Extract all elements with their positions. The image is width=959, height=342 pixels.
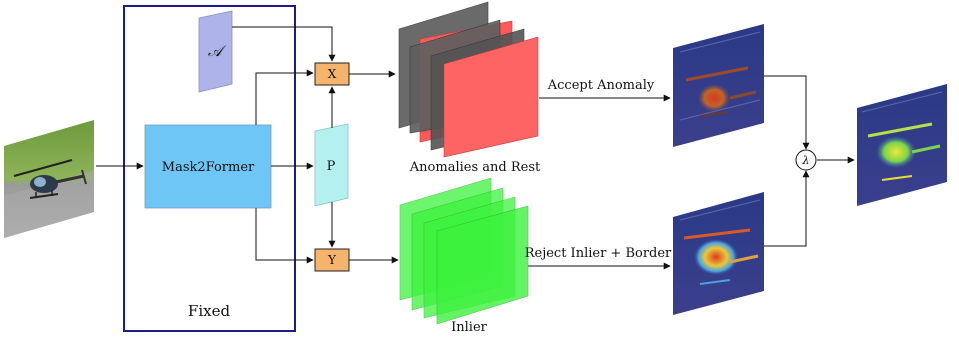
arrow-backbone-to-x — [255, 69, 314, 125]
fusion-label: λ — [802, 154, 810, 167]
backbone-box — [144, 124, 272, 209]
inlier-stack — [399, 177, 529, 325]
accept-anomaly-label: Accept Anomaly — [547, 78, 655, 93]
helicopter-icon — [13, 159, 87, 199]
arrow-param-to-x — [232, 26, 336, 62]
p-label: P — [327, 159, 336, 174]
arrow-bottom-map-to-fusion — [764, 170, 810, 247]
accept-anomaly-map — [673, 24, 764, 147]
fixed-label: Fixed — [188, 302, 231, 320]
anomalies-stack — [398, 1, 539, 158]
anomalies-label: Anomalies and Rest — [409, 160, 541, 175]
p-plane — [314, 123, 349, 207]
reject-inlier-label: Reject Inlier + Border — [525, 246, 672, 261]
arrow-top-map-to-fusion — [764, 75, 810, 150]
input-image — [4, 120, 94, 238]
anomaly-param-plane — [198, 10, 233, 93]
inlier-label: Inlier — [451, 320, 488, 335]
fixed-frame — [123, 5, 296, 332]
arrow-backbone-to-y — [255, 208, 314, 264]
backbone-label: Mask2Former — [162, 160, 255, 175]
reject-inlier-map — [673, 192, 764, 315]
connector-lines — [96, 26, 855, 270]
op-y-label: Y — [327, 253, 337, 267]
fusion-node — [795, 149, 817, 171]
output-map — [857, 84, 947, 206]
op-x-label: X — [328, 67, 337, 81]
